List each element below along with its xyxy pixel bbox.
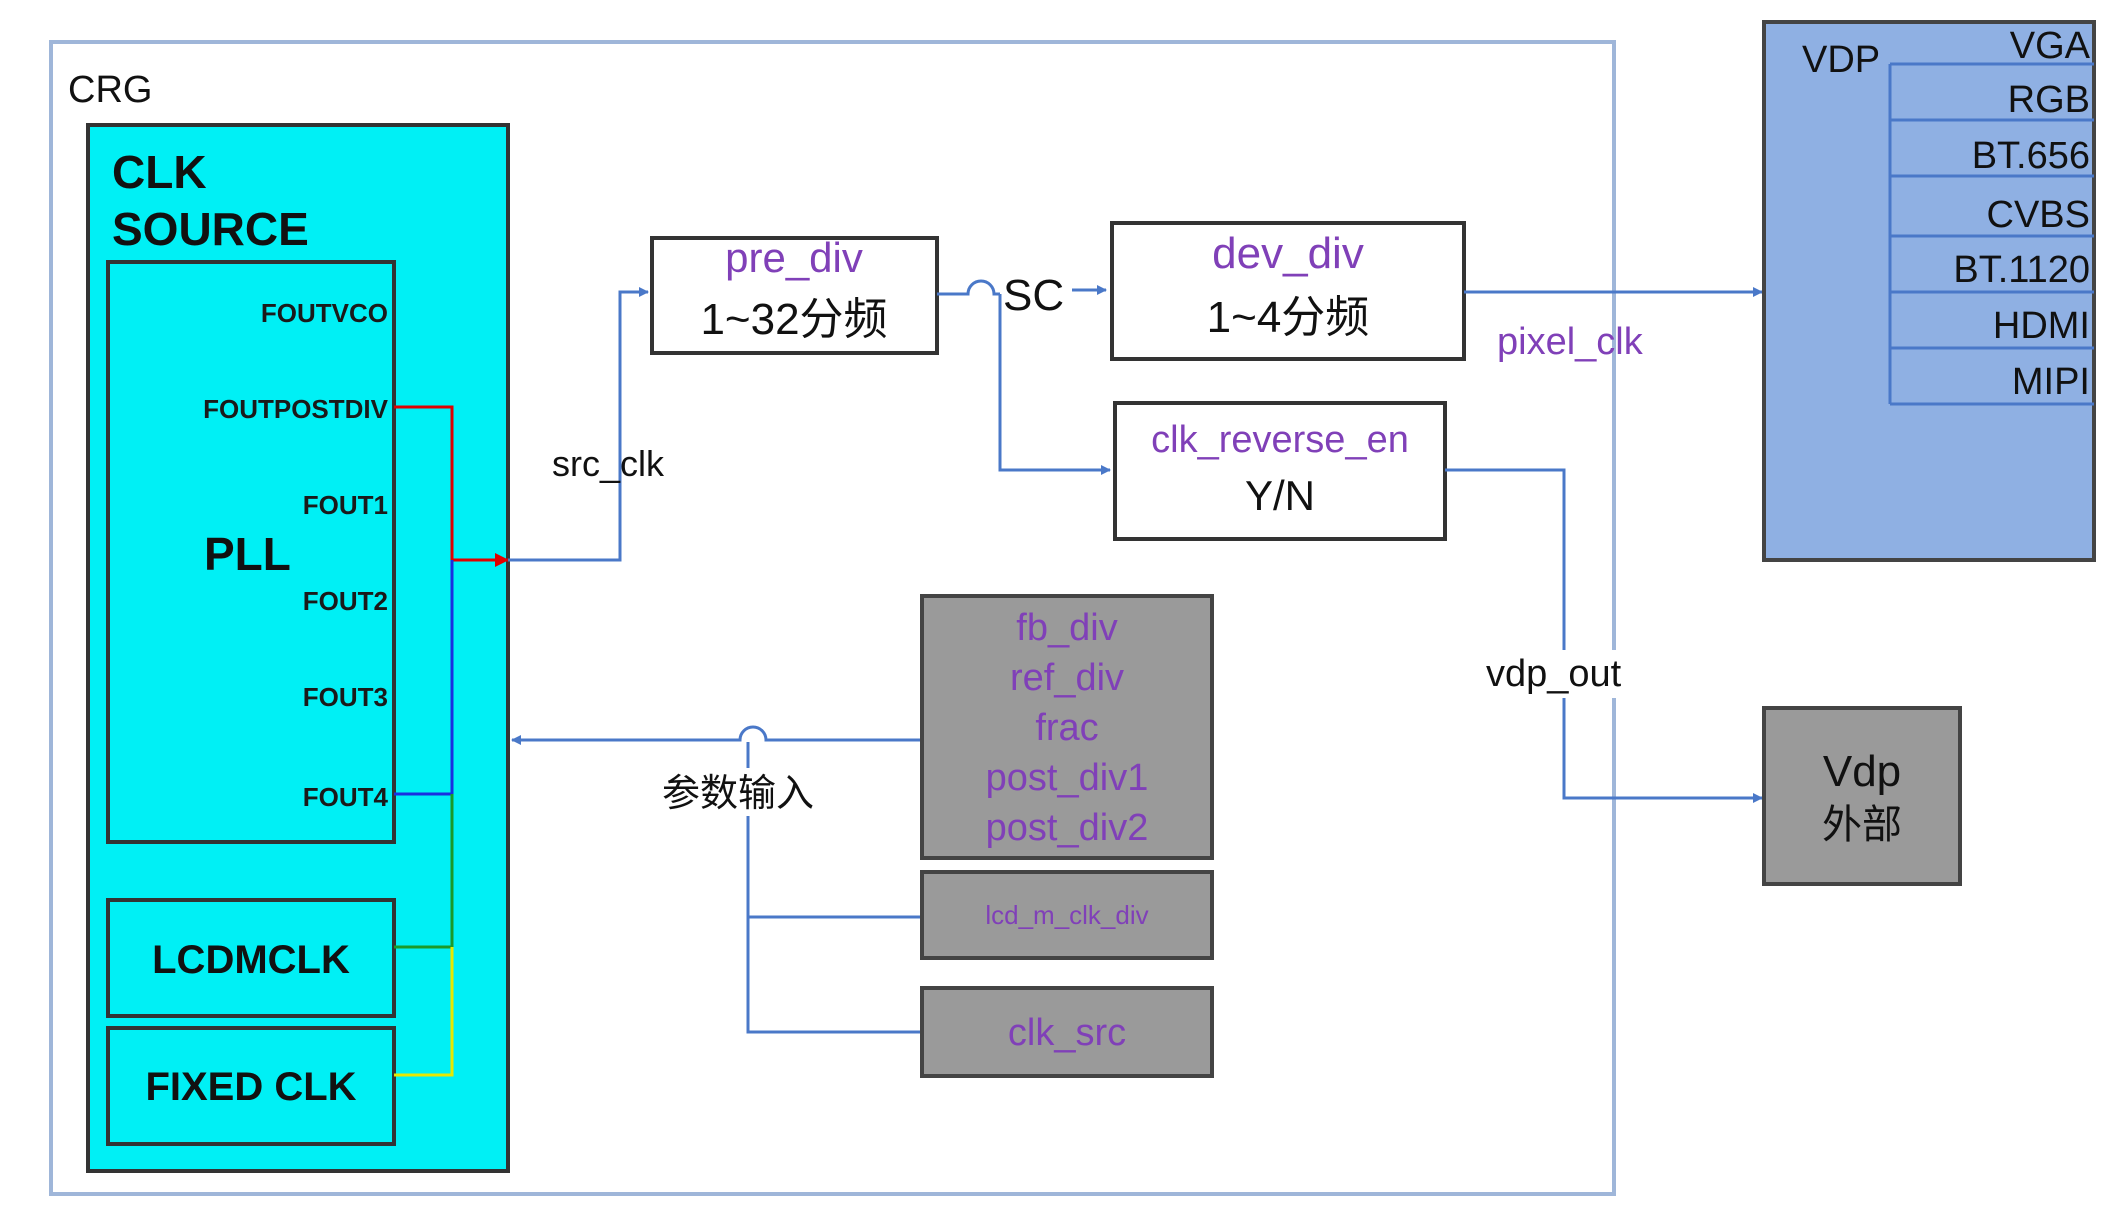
pll-port-fout1: FOUT1 — [303, 490, 388, 520]
clk-reverse-name: clk_reverse_en — [1151, 419, 1409, 461]
vdp-out-label-bg — [1486, 650, 1638, 698]
param-input-label-bg — [660, 768, 832, 816]
param-frac: frac — [1035, 707, 1098, 749]
crg-label: CRG — [68, 69, 152, 111]
pre-div-name: pre_div — [725, 234, 863, 281]
dev-div-value: 1~4分频 — [1207, 293, 1370, 342]
param-ref-div: ref_div — [1010, 657, 1124, 699]
src-clk-label: src_clk — [552, 443, 665, 484]
vdp-output-rgb: RGB — [2008, 79, 2090, 121]
src-clk-line — [508, 287, 649, 562]
vdp-output-mipi: MIPI — [2012, 361, 2090, 403]
fixed-clk-line — [394, 947, 454, 1077]
pll-params-block — [920, 594, 1214, 860]
pll-port-foutvco: FOUTVCO — [261, 298, 388, 328]
pre-div-to-sc-line — [937, 279, 1000, 296]
vdp-external-line1: Vdp — [1823, 747, 1901, 796]
crg-frame — [49, 40, 1616, 1196]
clk-src-label: clk_src — [1008, 1012, 1126, 1054]
fixed-clk-block — [106, 1026, 396, 1146]
vdp-output-cvbs: CVBS — [1987, 194, 2090, 236]
pixel-clk-label: pixel_clk — [1497, 321, 1644, 363]
lcdmclk-block — [106, 898, 396, 1018]
param-input-line — [511, 725, 920, 745]
fixed-clk-label: FIXED CLK — [145, 1065, 356, 1109]
clk-source-title-line1: CLK — [112, 146, 207, 198]
vdp-output-vga: VGA — [2010, 25, 2091, 67]
param-post-div2: post_div2 — [986, 807, 1149, 849]
pll-port-fout4: FOUT4 — [303, 782, 389, 812]
lcd-div-label: lcd_m_clk_div — [985, 900, 1148, 930]
clk-source-title-line2: SOURCE — [112, 203, 309, 255]
vdp-output-bt1120: BT.1120 — [1953, 249, 2090, 291]
clk-src-input-line — [746, 917, 920, 1034]
vdp-external-block — [1762, 706, 1962, 886]
param-input-label: 参数输入 — [662, 773, 814, 815]
pll-port-fout2: FOUT2 — [303, 586, 388, 616]
vdp-external-line2: 外部 — [1822, 803, 1902, 847]
param-fb-div: fb_div — [1016, 607, 1117, 649]
clk-reverse-block — [1113, 401, 1447, 541]
vdp-output-hdmi: HDMI — [1993, 305, 2090, 347]
vdp-label: VDP — [1802, 39, 1880, 81]
vdp-out-line — [1445, 468, 1763, 803]
sc-to-clk-reverse-line — [998, 294, 1111, 475]
pll-block — [106, 260, 396, 844]
pre-div-value: 1~32分频 — [700, 295, 887, 344]
vdp-out-label: vdp_out — [1486, 653, 1622, 695]
pre-div-block — [650, 236, 939, 355]
param-post-div1: post_div1 — [986, 757, 1149, 799]
foutpostdiv-line — [394, 405, 454, 560]
lcd-div-block — [920, 870, 1214, 960]
dev-div-name: dev_div — [1212, 229, 1364, 278]
clk-src-block — [920, 986, 1214, 1078]
pll-port-fout3: FOUT3 — [303, 682, 388, 712]
vdp-output-bt656: BT.656 — [1972, 135, 2090, 177]
lcdmclk-label: LCDMCLK — [152, 938, 350, 982]
clk-reverse-value: Y/N — [1245, 472, 1315, 519]
sc-label: SC — [1003, 271, 1064, 320]
pll-port-foutpostdiv: FOUTPOSTDIV — [203, 394, 389, 424]
pll-label: PLL — [204, 528, 291, 580]
